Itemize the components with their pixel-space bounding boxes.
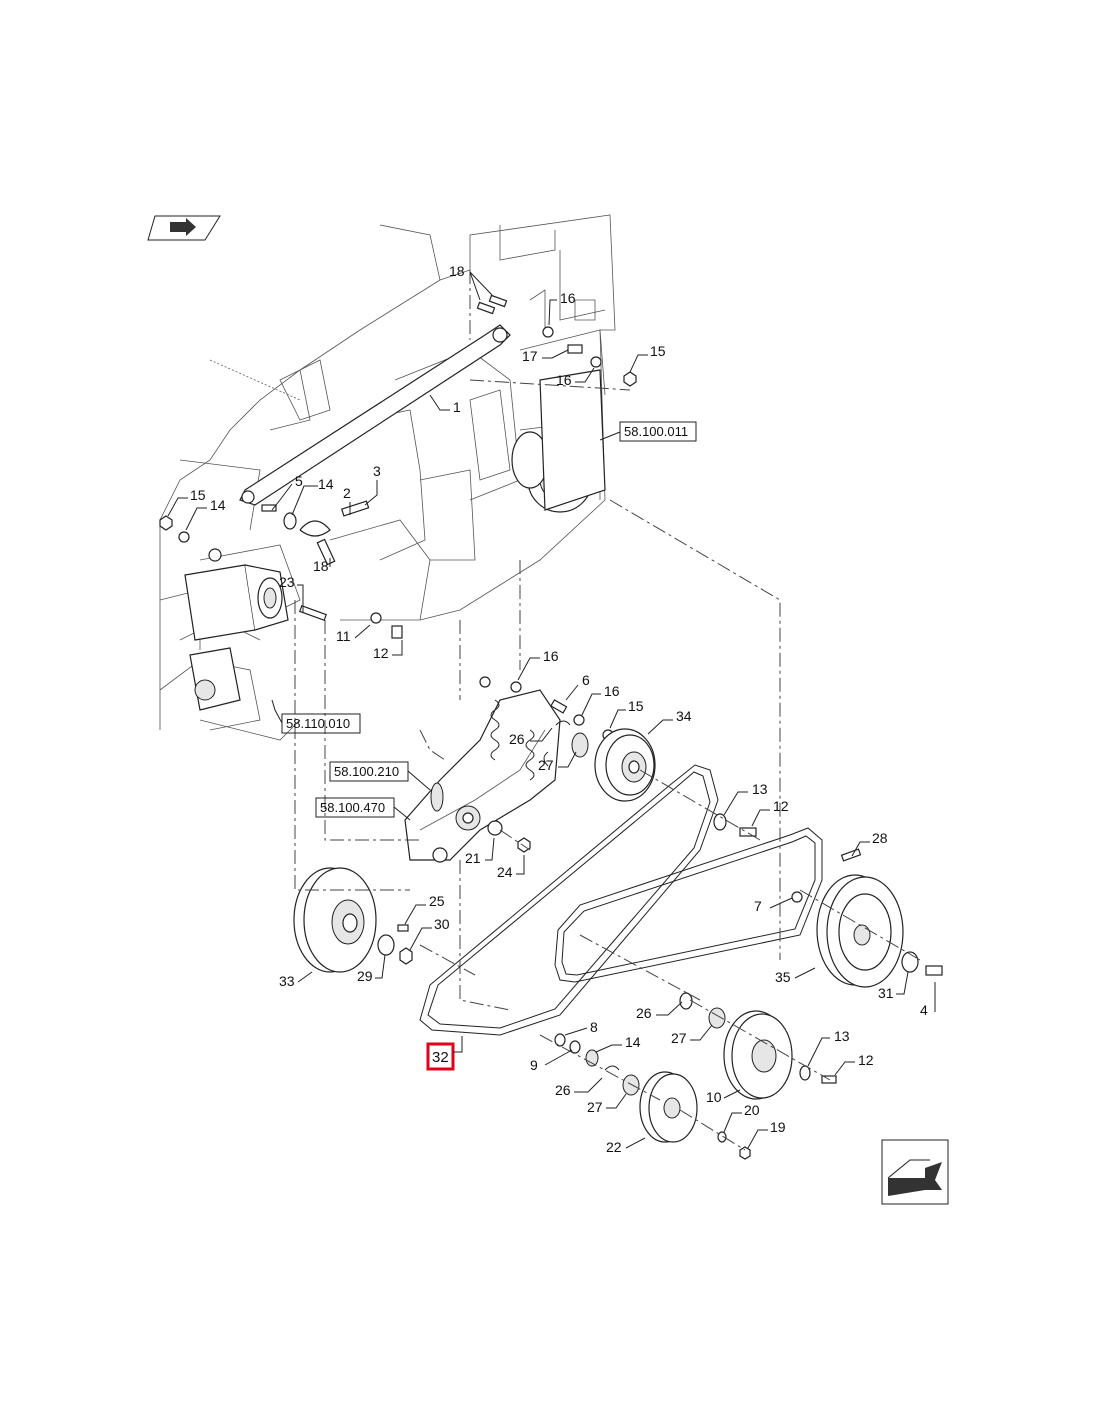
callout-18b: 18 (313, 558, 329, 574)
callout-16c: 16 (543, 648, 559, 664)
callout-34: 34 (676, 708, 692, 724)
callout-18a: 18 (449, 263, 465, 279)
svg-text:58.100.470: 58.100.470 (320, 800, 385, 815)
callout-12a: 12 (373, 645, 389, 661)
callout-12b: 12 (773, 798, 789, 814)
callout-24: 24 (497, 864, 513, 880)
callout-21: 21 (465, 850, 481, 866)
reference-58-100-470[interactable]: 58.100.470 (315, 797, 411, 821)
callout-33: 33 (279, 973, 295, 989)
callout-27a: 27 (538, 757, 554, 773)
callout-8: 8 (590, 1019, 598, 1035)
callout-32: 32 (432, 1049, 449, 1066)
callout-35: 35 (775, 969, 791, 985)
callout-13b: 13 (834, 1028, 850, 1044)
pulley-22 (554, 1033, 751, 1160)
callout-3: 3 (373, 463, 381, 479)
upper-sprocket (511, 369, 606, 513)
reference-58-100-011[interactable]: 58.100.011 (599, 421, 697, 442)
callout-31: 31 (878, 985, 894, 1001)
callout-17: 17 (522, 348, 538, 364)
callout-26c: 26 (555, 1082, 571, 1098)
callout-29: 29 (357, 968, 373, 984)
callout-14c: 14 (625, 1034, 641, 1050)
arrow-forward-icon[interactable] (881, 1139, 949, 1205)
callout-2: 2 (343, 485, 351, 501)
reference-58-100-210[interactable]: 58.100.210 (329, 761, 431, 791)
link-rod (239, 324, 511, 506)
callout-16d: 16 (604, 683, 620, 699)
callout-27b: 27 (671, 1030, 687, 1046)
callout-15c: 15 (628, 698, 644, 714)
callout-5: 5 (295, 473, 303, 489)
svg-text:58.110.010: 58.110.010 (286, 716, 350, 731)
pulley-35 (791, 848, 943, 988)
callout-1: 1 (453, 399, 461, 415)
callout-16b: 16 (556, 372, 572, 388)
tensioner-arm (404, 676, 614, 863)
center-lines (294, 270, 921, 1151)
bracket-hardware (159, 294, 637, 639)
callout-15b: 15 (190, 487, 206, 503)
belt-35-loop (554, 827, 823, 983)
callout-26b: 26 (636, 1005, 652, 1021)
callout-30: 30 (434, 916, 450, 932)
callout-11: 11 (336, 628, 351, 644)
callout-16a: 16 (560, 290, 576, 306)
callout-26a: 26 (509, 731, 525, 747)
belt-32 (419, 764, 719, 1036)
callout-10: 10 (706, 1089, 722, 1105)
callout-25: 25 (429, 893, 445, 909)
pulley-34 (594, 728, 656, 802)
callout-27c: 27 (587, 1099, 603, 1115)
callouts: 1 2 3 4 5 6 7 8 9 10 11 12 12 12 13 13 1… (167, 263, 936, 1155)
arrow-back-icon[interactable] (147, 215, 221, 241)
pulley-33 (293, 867, 413, 973)
callout-22: 22 (606, 1139, 622, 1155)
callout-6: 6 (582, 672, 590, 688)
svg-text:58.100.210: 58.100.210 (334, 764, 399, 779)
callout-14b: 14 (210, 497, 226, 513)
callout-12c: 12 (858, 1052, 874, 1068)
callout-13a: 13 (752, 781, 768, 797)
callout-32-highlight[interactable]: 32 (426, 1036, 463, 1071)
callout-28: 28 (872, 830, 888, 846)
callout-23: 23 (279, 574, 295, 590)
svg-text:58.100.011: 58.100.011 (624, 424, 688, 439)
gearbox (184, 548, 289, 711)
pulley-10 (679, 992, 837, 1100)
callout-14a: 14 (318, 476, 334, 492)
callout-9: 9 (530, 1057, 538, 1073)
reference-58-110-010[interactable]: 58.110.010 (271, 699, 361, 734)
callout-19: 19 (770, 1119, 786, 1135)
callout-7: 7 (754, 898, 762, 914)
callout-15a: 15 (650, 343, 666, 359)
callout-20: 20 (744, 1102, 760, 1118)
callout-4: 4 (920, 1002, 928, 1018)
